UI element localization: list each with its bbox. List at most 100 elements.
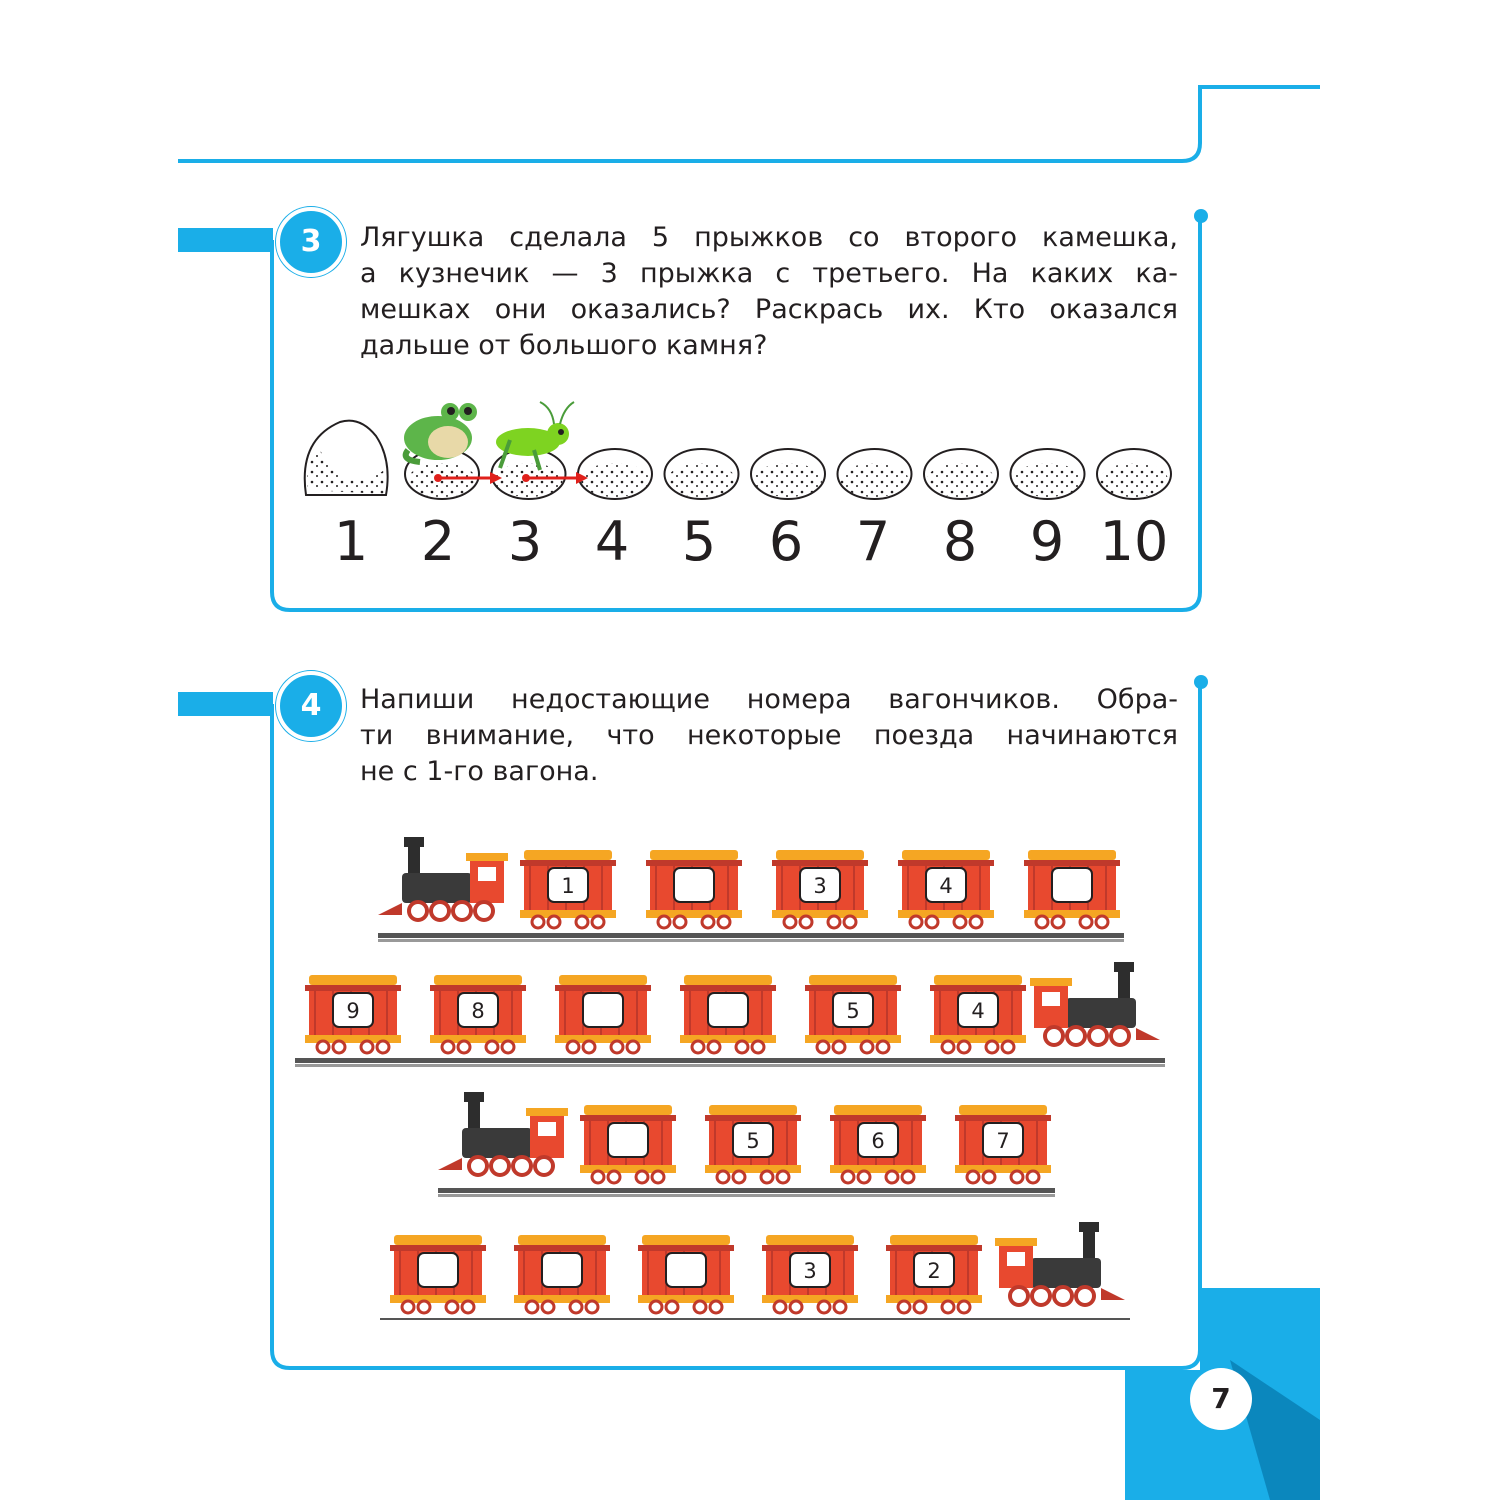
stone-number-2: 2: [420, 510, 456, 573]
header-line: [178, 85, 1320, 163]
task3-text: Лягушка сделала 5 прыжков со второго кам…: [360, 220, 1178, 364]
train-4-car-5-number-box[interactable]: [913, 1252, 955, 1288]
train-2-car-2-number: 8: [471, 999, 484, 1023]
train-1-car-4-number: 4: [939, 874, 952, 898]
train-3-car-4: 7: [955, 1105, 1051, 1185]
train-1-car-1-number: 1: [561, 874, 574, 898]
train-4-car-3-number-box[interactable]: [665, 1252, 707, 1288]
train-1-car-5-number-box[interactable]: [1051, 867, 1093, 903]
train-3-car-2-number: 5: [746, 1129, 759, 1153]
train-4-car-2: [514, 1235, 610, 1315]
train-1-car-1: 1: [520, 850, 616, 930]
train-3-car-1-number-box[interactable]: [607, 1122, 649, 1158]
big-stone[interactable]: [303, 419, 389, 496]
task4-number-badge: 4: [276, 671, 346, 741]
train-1-car-5: [1024, 850, 1120, 930]
task3-tab: [178, 228, 273, 252]
stone-4[interactable]: [577, 448, 653, 500]
grasshopper-icon: [496, 401, 575, 471]
train-2: 9 8 5 4: [295, 962, 1165, 1067]
train-1-car-3-number: 3: [813, 874, 826, 898]
task3-number-badge: 3: [276, 207, 346, 277]
train-2-car-3-number-box[interactable]: [582, 992, 624, 1028]
stone-9[interactable]: [1009, 448, 1086, 500]
train-1-locomotive: [378, 837, 508, 922]
train-2-car-6: 4: [930, 975, 1026, 1055]
stone-number-6: 6: [768, 510, 804, 573]
stone-number-5: 5: [681, 510, 717, 573]
train-3-locomotive: [438, 1092, 568, 1177]
train-2-car-1-number: 9: [346, 999, 359, 1023]
train-1-car-4: 4: [898, 850, 994, 930]
task4-tab: [178, 692, 273, 716]
stone-5[interactable]: [663, 448, 740, 500]
train-4-car-1-number-box[interactable]: [417, 1252, 459, 1288]
train-1: 1 3 4: [378, 837, 1124, 942]
train-1-car-2: [646, 850, 742, 930]
train-3-car-2-number-box[interactable]: [732, 1122, 774, 1158]
stone-number-9: 9: [1029, 510, 1065, 573]
stone-number-4: 4: [594, 510, 630, 573]
stone-10[interactable]: [1096, 448, 1172, 500]
train-2-car-4: [680, 975, 776, 1055]
task3-line-2: а кузнечик — 3 прыжка с третьего. На как…: [360, 258, 1178, 289]
train-1-car-3: 3: [772, 850, 868, 930]
train-2-car-5: 5: [805, 975, 901, 1055]
task3-line-3: мешках они оказались? Раскрась их. Кто о…: [360, 294, 1178, 325]
train-1-car-4-number-box[interactable]: [925, 867, 967, 903]
task4-line-1: Напиши недостающие номера вагончиков. Об…: [360, 684, 1178, 715]
train-3-car-4-number: 7: [996, 1129, 1009, 1153]
train-4-car-4: 3: [762, 1235, 858, 1315]
train-4-car-2-number-box[interactable]: [541, 1252, 583, 1288]
train-2-car-6-number: 4: [971, 999, 984, 1023]
train-3: 5 6 7: [438, 1092, 1055, 1197]
train-4-car-3: [638, 1235, 734, 1315]
jump-arrows: [434, 472, 588, 484]
frog-icon: [402, 403, 477, 465]
task3-box: [270, 216, 1202, 612]
stone-number-8: 8: [942, 510, 978, 573]
train-1-car-1-number-box[interactable]: [547, 867, 589, 903]
train-2-car-6-number-box[interactable]: [957, 992, 999, 1028]
train-4-locomotive: [995, 1222, 1125, 1307]
train-4-car-4-number-box[interactable]: [789, 1252, 831, 1288]
train-2-car-1-number-box[interactable]: [332, 992, 374, 1028]
task3-line-1: Лягушка сделала 5 прыжков со второго кам…: [360, 222, 1178, 253]
train-3-car-3-number: 6: [871, 1129, 884, 1153]
train-2-car-1: 9: [305, 975, 401, 1055]
task4-line-2: ти внимание, что некоторые поезда начина…: [360, 720, 1178, 751]
task4-text: Напиши недостающие номера вагончиков. Об…: [360, 682, 1178, 790]
train-3-car-4-number-box[interactable]: [982, 1122, 1024, 1158]
stone-8[interactable]: [923, 448, 999, 500]
stone-number-10: 10: [1099, 510, 1169, 573]
train-3-car-3-number-box[interactable]: [857, 1122, 899, 1158]
train-4-car-5: 2: [886, 1235, 982, 1315]
task4-box: [270, 682, 1202, 1370]
stone-6[interactable]: [750, 448, 826, 500]
train-2-locomotive: [1030, 962, 1160, 1047]
page-number: 7: [1190, 1368, 1252, 1430]
stone-number-1: 1: [333, 510, 369, 573]
train-2-car-3: [555, 975, 651, 1055]
train-4-car-5-number: 2: [927, 1259, 940, 1283]
stone-number-7: 7: [855, 510, 891, 573]
train-3-car-1: [580, 1105, 676, 1185]
train-1-car-3-number-box[interactable]: [799, 867, 841, 903]
train-1-car-2-number-box[interactable]: [673, 867, 715, 903]
train-4-car-4-number: 3: [803, 1259, 816, 1283]
train-4-car-1: [390, 1235, 486, 1315]
task3-line-4: дальше от большого камня?: [360, 330, 768, 361]
train-3-car-3: 6: [830, 1105, 926, 1185]
train-2-car-2: 8: [430, 975, 526, 1055]
train-2-car-5-number: 5: [846, 999, 859, 1023]
train-3-car-2: 5: [705, 1105, 801, 1185]
train-2-car-2-number-box[interactable]: [457, 992, 499, 1028]
stone-7[interactable]: [836, 448, 913, 500]
stones-illustration: [303, 401, 1172, 500]
train-2-car-4-number-box[interactable]: [707, 992, 749, 1028]
stone-number-3: 3: [507, 510, 543, 573]
task4-line-3: не с 1-го вагона.: [360, 756, 599, 787]
train-2-car-5-number-box[interactable]: [832, 992, 874, 1028]
